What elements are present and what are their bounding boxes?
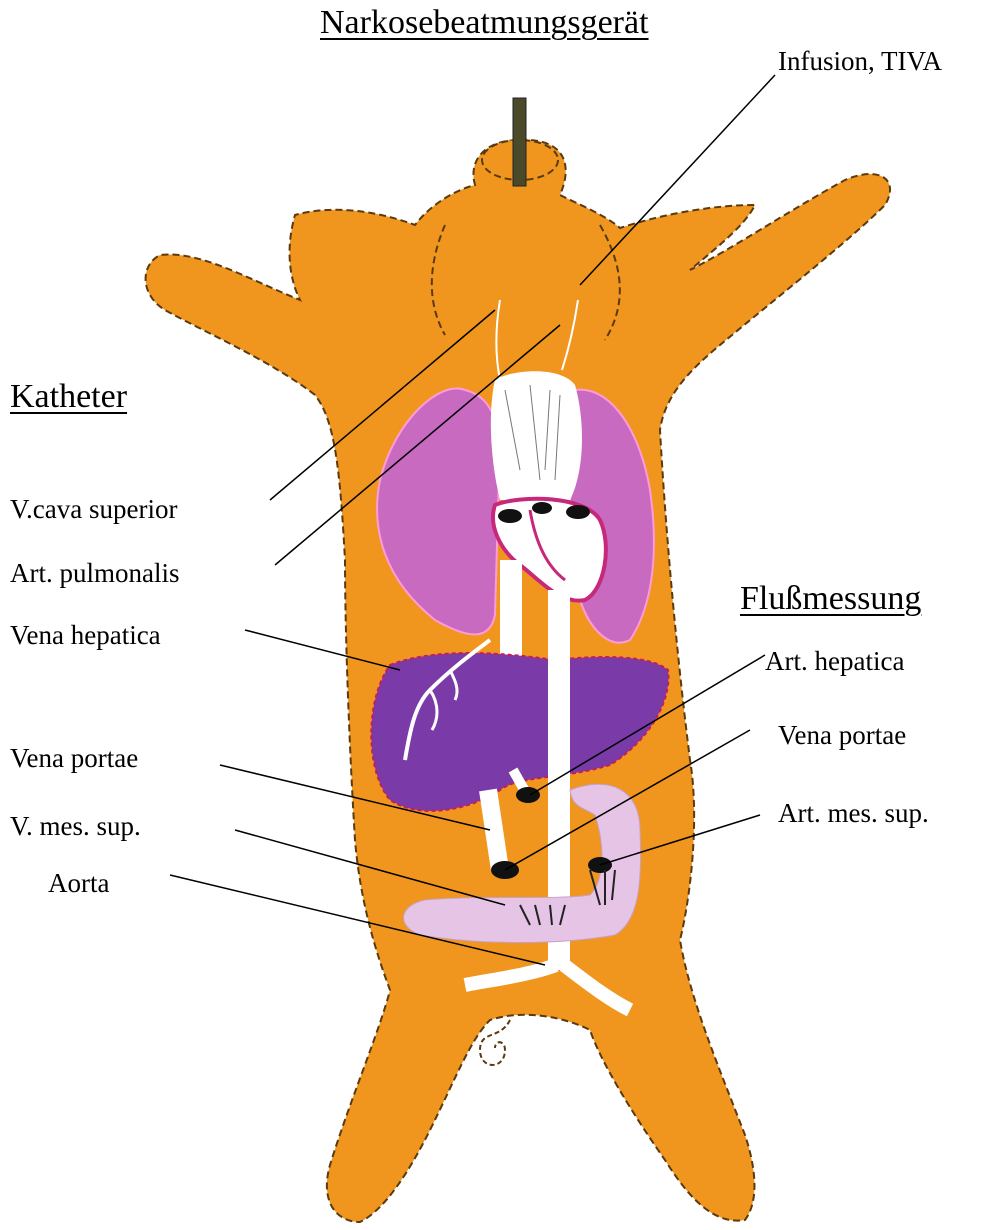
label-vena-portae-katheter: Vena portae [10,745,138,772]
label-v-mes-sup: V. mes. sup. [10,813,141,840]
label-vena-hepatica: Vena hepatica [10,622,161,649]
label-v-cava-superior: V.cava superior [10,496,177,523]
label-infusion-tiva: Infusion, TIVA [778,48,942,75]
tail [480,1020,510,1065]
trachea-tube [513,98,526,186]
title-narkosebeatmungsgeraet: Narkosebeatmungsgerät [320,6,649,40]
heading-katheter: Katheter [10,380,127,414]
label-aorta: Aorta [48,870,109,897]
label-art-hepatica: Art. hepatica [765,648,904,675]
label-vena-portae-fluss: Vena portae [778,722,906,749]
heading-flussmessung: Flußmessung [740,582,921,616]
label-art-pulmonalis: Art. pulmonalis [10,560,180,587]
label-art-mes-sup: Art. mes. sup. [778,800,929,827]
vena-cava [500,560,522,660]
